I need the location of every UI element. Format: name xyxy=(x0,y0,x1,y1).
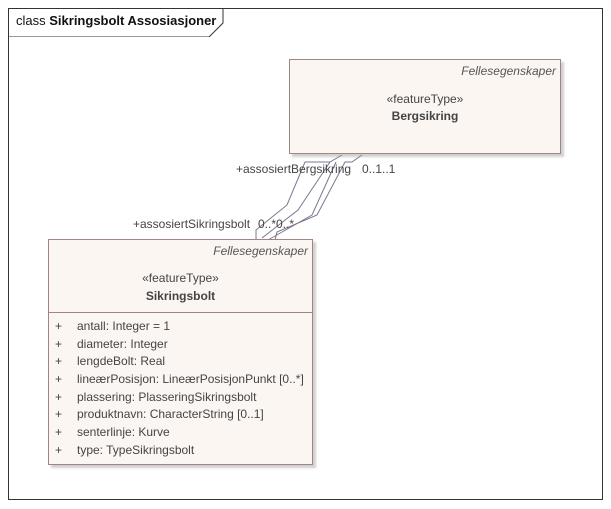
attribute-row[interactable]: + senterlinje: Kurve xyxy=(55,423,170,441)
attribute-divider xyxy=(49,312,312,313)
attribute-row[interactable]: + antall: Integer = 1 xyxy=(55,317,170,335)
frame-name: Sikringsbolt Assosiasjoner xyxy=(49,13,217,28)
attribute-text: produktnavn: CharacterString [0..1] xyxy=(77,407,264,421)
frame-keyword: class xyxy=(16,13,46,28)
frame-tab xyxy=(9,9,224,37)
attribute-visibility: + xyxy=(55,390,63,404)
frame-title: class Sikringsbolt Assosiasjoner xyxy=(16,13,216,28)
attribute-row[interactable]: + lengdeBolt: Real xyxy=(55,352,165,370)
role-label-sikringsbolt: +assosiertSikringsbolt xyxy=(133,217,251,231)
sikringsbolt-name: Sikringsbolt xyxy=(145,289,216,303)
attribute-visibility: + xyxy=(55,319,63,333)
bergsikring-stereotype: «featureType» xyxy=(386,92,464,106)
sikringsbolt-stereotype: «featureType» xyxy=(142,271,219,285)
attribute-row[interactable]: + lineærPosisjon: LineærPosisjonPunkt [0.… xyxy=(55,370,304,388)
attribute-visibility: + xyxy=(55,407,63,421)
attribute-row[interactable]: + produktnavn: CharacterString [0..1] xyxy=(55,405,264,423)
diagram-frame: class Sikringsbolt Assosiasjoner xyxy=(8,8,603,500)
attribute-visibility: + xyxy=(55,425,63,439)
attribute-visibility: + xyxy=(55,372,63,386)
attribute-row[interactable]: + plassering: PlasseringSikringsbolt xyxy=(55,388,256,406)
class-bergsikring[interactable]: Fellesegenskaper «featureType» Bergsikri… xyxy=(289,59,561,154)
multiplicity-bergsikring: 0..1..1 xyxy=(362,162,396,176)
bergsikring-name: Bergsikring xyxy=(391,109,459,123)
attribute-text: lineærPosisjon: LineærPosisjonPunkt [0..… xyxy=(77,372,304,386)
attribute-row[interactable]: + type: TypeSikringsbolt xyxy=(55,441,194,459)
attribute-visibility: + xyxy=(55,354,63,368)
attribute-row[interactable]: + diameter: Integer xyxy=(55,335,168,353)
attribute-text: plassering: PlasseringSikringsbolt xyxy=(77,390,257,404)
attribute-text: diameter: Integer xyxy=(77,337,168,351)
attribute-text: antall: Integer = 1 xyxy=(77,319,171,333)
role-label-bergsikring: +assosiertBergsikring xyxy=(236,162,352,176)
sikringsbolt-package: Fellesegenskaper xyxy=(213,244,308,258)
multiplicity-sikringsbolt: 0..*0..* xyxy=(258,217,295,231)
class-sikringsbolt[interactable]: Fellesegenskaper «featureType» Sikringsb… xyxy=(48,239,313,465)
attribute-text: type: TypeSikringsbolt xyxy=(77,443,195,457)
attribute-visibility: + xyxy=(55,443,63,457)
attribute-text: senterlinje: Kurve xyxy=(77,425,170,439)
attribute-visibility: + xyxy=(55,337,63,351)
bergsikring-package: Fellesegenskaper xyxy=(461,64,556,78)
attribute-text: lengdeBolt: Real xyxy=(77,354,166,368)
